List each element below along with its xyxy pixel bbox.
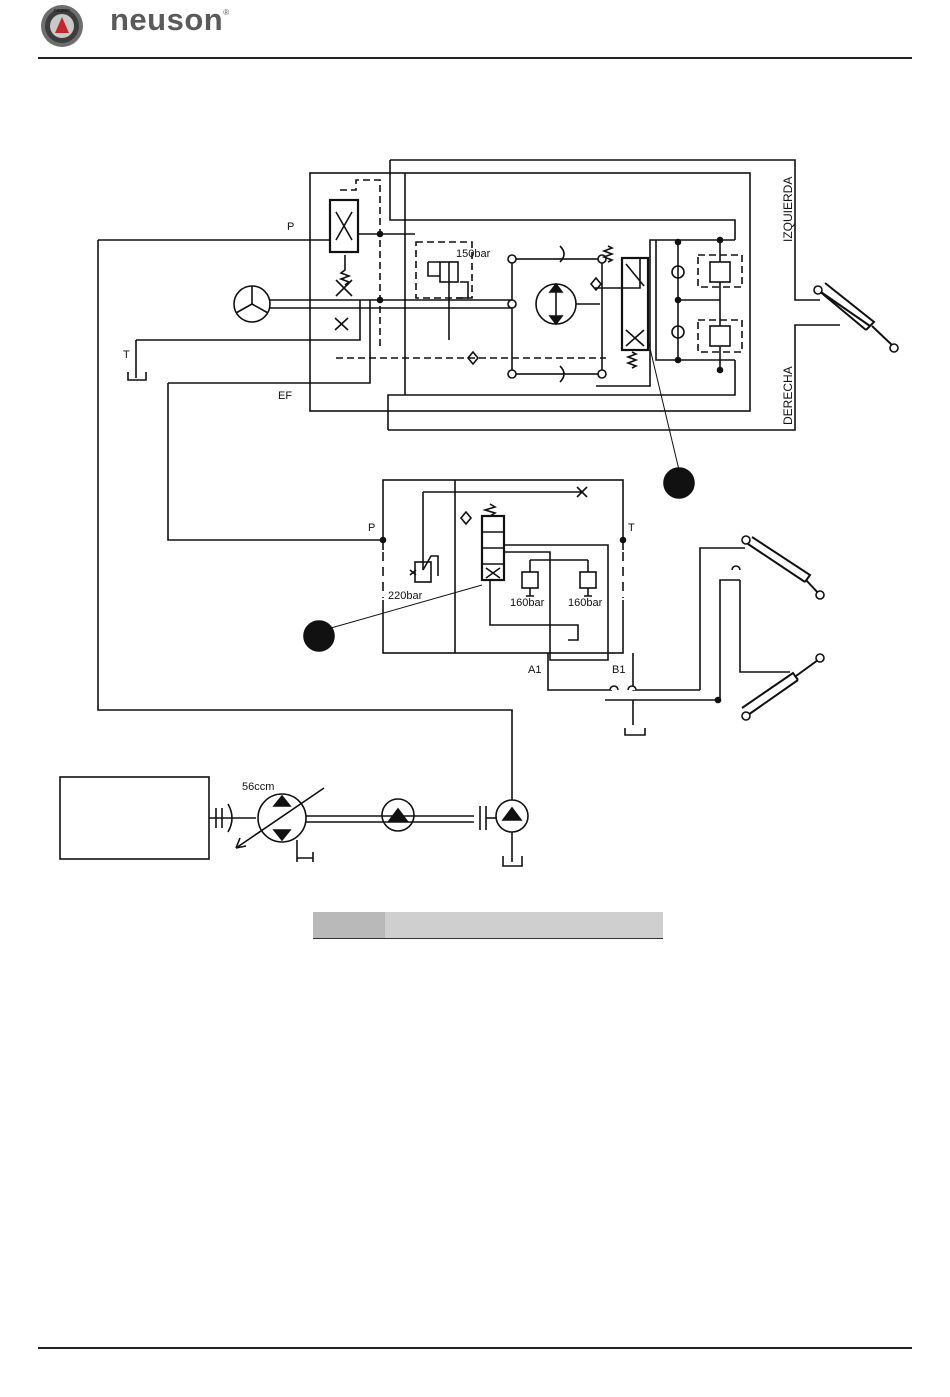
label-p-middle: P	[368, 522, 375, 534]
callout-marker-lower	[304, 621, 334, 651]
caption-table	[313, 912, 663, 939]
label-b1: B1	[612, 664, 625, 676]
label-t-left: T	[123, 349, 130, 361]
tank-symbol-left	[128, 372, 146, 380]
caption-cell-number	[313, 912, 385, 938]
label-derecha: DERECHA	[781, 366, 795, 425]
priority-valve	[622, 258, 648, 350]
label-izquierda: IZQUIERDA	[781, 177, 795, 242]
derecha-line	[388, 325, 840, 430]
label-t-middle: T	[628, 522, 635, 534]
label-a1: A1	[528, 664, 541, 676]
label-relief-160-b: 160bar	[568, 597, 603, 609]
label-relief-160-a: 160bar	[510, 597, 545, 609]
label-relief-220: 220bar	[388, 590, 423, 602]
footer-rule	[38, 1347, 912, 1349]
upper-block-outline	[310, 173, 750, 411]
label-ef: EF	[278, 390, 292, 402]
tank-symbol-middle	[625, 728, 645, 735]
caption-cell-title	[385, 912, 663, 938]
callout-marker-upper	[664, 468, 694, 498]
ef-line	[168, 300, 370, 383]
izquierda-line	[390, 160, 820, 300]
label-pump-displacement: 56ccm	[242, 781, 274, 793]
label-relief-150: 150bar	[456, 248, 491, 260]
label-p-upper: P	[287, 221, 294, 233]
engine-block	[60, 777, 209, 859]
